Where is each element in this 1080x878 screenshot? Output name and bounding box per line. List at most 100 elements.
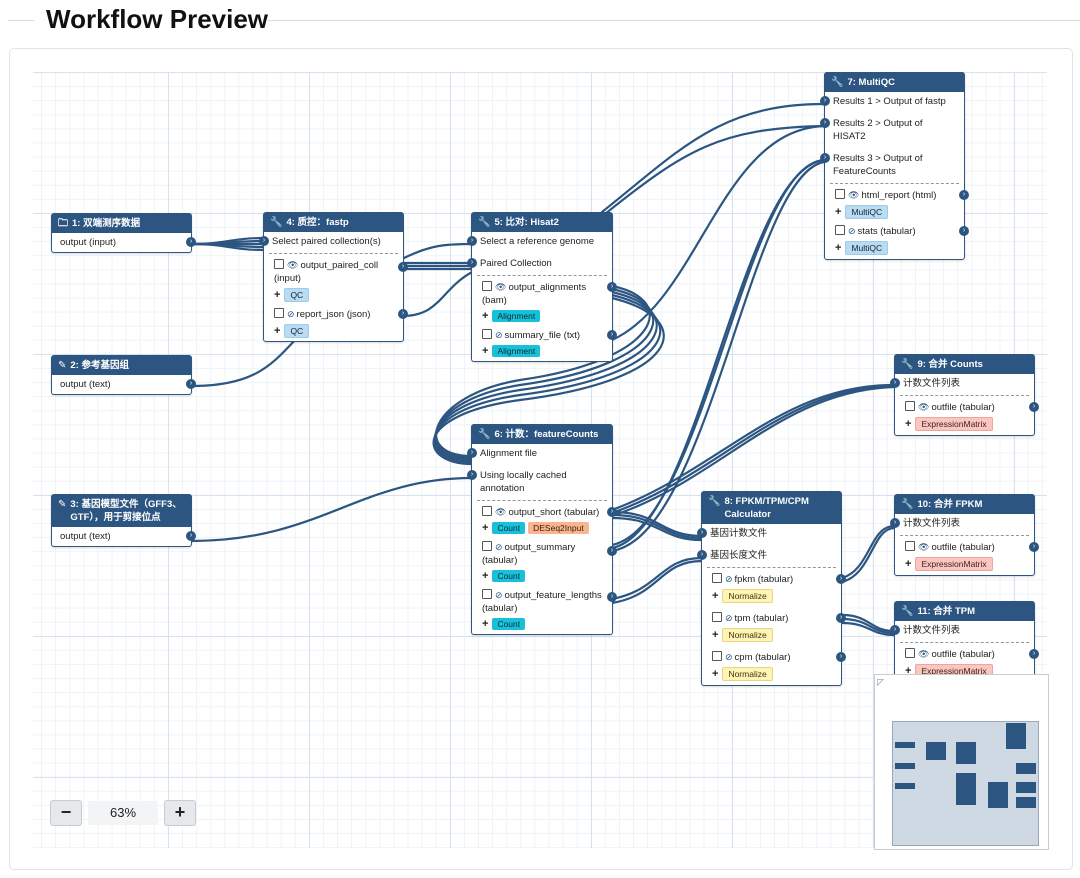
eye-icon[interactable]: 👁 [287,260,299,270]
node-8-input2-port-icon[interactable]: › [697,550,707,560]
eye-icon[interactable]: 👁 [918,542,930,552]
plus-icon[interactable]: + [482,310,489,322]
node-4-output2-checkbox[interactable] [274,308,284,318]
plus-icon[interactable]: + [905,665,912,677]
node-5-output2-checkbox[interactable] [482,329,492,339]
plus-icon[interactable]: + [274,325,281,337]
node-9-output-checkbox[interactable] [905,401,915,411]
node-11-input-port-icon[interactable]: › [890,625,900,635]
node-11-merge-tpm[interactable]: 🔧11: 合并 TPM ›计数文件列表 👁outfile (tabular) ›… [890,601,1039,683]
plus-icon[interactable]: + [905,418,912,430]
node-6-input1-port-icon[interactable]: › [467,448,477,458]
node-4-output1-port-icon[interactable]: › [398,262,408,272]
node-4-fastp[interactable]: 🔧4: 质控：fastp ›Select paired collection(s… [259,212,408,342]
node-11-output-port-icon[interactable]: › [1029,649,1039,659]
node-3-output-port-icon[interactable]: › [186,531,196,541]
node-5-output1-port-icon[interactable]: › [607,282,617,292]
node-5-hisat2[interactable]: 🔧5: 比对: Hisat2 ›Select a reference genom… [467,212,617,362]
eye-icon[interactable]: 👁 [918,649,930,659]
node-8-input1-port-icon[interactable]: › [697,528,707,538]
node-8-output2-label: tpm (tabular) [734,613,789,624]
node-7-input2-port-icon[interactable]: › [820,118,830,128]
node-6-input2-port-icon[interactable]: › [467,470,477,480]
eye-icon[interactable]: 👁 [918,402,930,412]
node-2-output-label: output (text) [60,379,111,390]
node-6-output1-port-icon[interactable]: › [607,507,617,517]
eye-slash-icon[interactable]: ⊘ [725,652,733,662]
node-9-output-port-icon[interactable]: › [1029,402,1039,412]
page-title: Workflow Preview [46,4,269,34]
node-6-output1-checkbox[interactable] [482,506,492,516]
node-8-output2-port-icon[interactable]: › [836,613,846,623]
minimap-node [895,763,915,769]
eye-icon[interactable]: 👁 [495,507,507,517]
eye-slash-icon[interactable]: ⊘ [495,590,503,600]
zoom-out-button[interactable]: − [50,800,82,826]
node-8-output2-checkbox[interactable] [712,612,722,622]
eye-slash-icon[interactable]: ⊘ [725,613,733,623]
node-7-output2-checkbox[interactable] [835,225,845,235]
node-5-output2-port-icon[interactable]: › [607,330,617,340]
node-2-output-port-icon[interactable]: › [186,379,196,389]
plus-icon[interactable]: + [482,345,489,357]
node-6-output2-checkbox[interactable] [482,541,492,551]
node-3-input-param[interactable]: ✎3: 基因模型文件（GFF3、GTF），用于剪接位点 output (text… [51,494,196,547]
node-10-merge-fpkm[interactable]: 🔧10: 合并 FPKM ›计数文件列表 👁outfile (tabular) … [890,494,1039,576]
node-6-output3-checkbox[interactable] [482,589,492,599]
node-8-output3-port-icon[interactable]: › [836,652,846,662]
plus-icon[interactable]: + [712,629,719,641]
node-7-output1-port-icon[interactable]: › [959,190,969,200]
zoom-in-button[interactable]: + [164,800,196,826]
plus-icon[interactable]: + [712,668,719,680]
plus-icon[interactable]: + [835,206,842,218]
node-1-input-dataset[interactable]: 🗀1: 双端测序数据 output (input)› [51,213,196,253]
node-8-fpkm-calculator[interactable]: 🔧8: FPKM/TPM/CPM Calculator ›基因计数文件 ›基因长… [697,491,846,686]
node-10-input-port-icon[interactable]: › [890,518,900,528]
eye-slash-icon[interactable]: ⊘ [287,309,295,319]
node-4-input-port-icon[interactable]: › [259,236,269,246]
node-8-output1-port-icon[interactable]: › [836,574,846,584]
node-8-output3-checkbox[interactable] [712,651,722,661]
node-2-input-param[interactable]: ✎2: 参考基因组 output (text)› [51,355,196,395]
eye-icon[interactable]: 👁 [495,282,507,292]
node-7-output1-label: html_report (html) [861,190,937,201]
minimap[interactable]: ◸ [874,674,1049,850]
node-6-output2-port-icon[interactable]: › [607,546,617,556]
node-1-output-port-icon[interactable]: › [186,237,196,247]
node-7-output1-checkbox[interactable] [835,189,845,199]
wrench-icon: 🔧 [270,217,283,228]
node-6-output3-port-icon[interactable]: › [607,592,617,602]
plus-icon[interactable]: + [835,242,842,254]
plus-icon[interactable]: + [482,618,489,630]
node-4-output1-checkbox[interactable] [274,259,284,269]
node-4-output2-port-icon[interactable]: › [398,309,408,319]
resize-handle-icon[interactable]: ◸ [877,677,884,687]
plus-icon[interactable]: + [274,289,281,301]
node-5-input1-port-icon[interactable]: › [467,236,477,246]
node-9-input-port-icon[interactable]: › [890,378,900,388]
node-10-output-port-icon[interactable]: › [1029,542,1039,552]
node-6-featurecounts[interactable]: 🔧6: 计数：featureCounts ›Alignment file ›Us… [467,424,617,635]
eye-icon[interactable]: 👁 [848,190,860,200]
node-5-output1-checkbox[interactable] [482,281,492,291]
plus-icon[interactable]: + [482,522,489,534]
node-11-output-checkbox[interactable] [905,648,915,658]
node-7-input1-label: Results 1 > Output of fastp [833,96,946,107]
eye-slash-icon[interactable]: ⊘ [495,330,503,340]
node-9-merge-counts[interactable]: 🔧9: 合并 Counts ›计数文件列表 👁outfile (tabular)… [890,354,1039,436]
minimap-node [956,773,976,805]
plus-icon[interactable]: + [905,558,912,570]
node-8-output1-checkbox[interactable] [712,573,722,583]
node-10-output-checkbox[interactable] [905,541,915,551]
node-7-input3-port-icon[interactable]: › [820,153,830,163]
eye-slash-icon[interactable]: ⊘ [725,574,733,584]
node-7-output2-port-icon[interactable]: › [959,226,969,236]
node-5-input2-port-icon[interactable]: › [467,258,477,268]
plus-icon[interactable]: + [712,590,719,602]
node-7-input1-port-icon[interactable]: › [820,96,830,106]
node-10-output-label: outfile (tabular) [931,542,995,553]
node-7-multiqc[interactable]: 🔧7: MultiQC ›Results 1 > Output of fastp… [820,72,969,260]
eye-slash-icon[interactable]: ⊘ [495,542,503,552]
eye-slash-icon[interactable]: ⊘ [848,226,856,236]
plus-icon[interactable]: + [482,570,489,582]
